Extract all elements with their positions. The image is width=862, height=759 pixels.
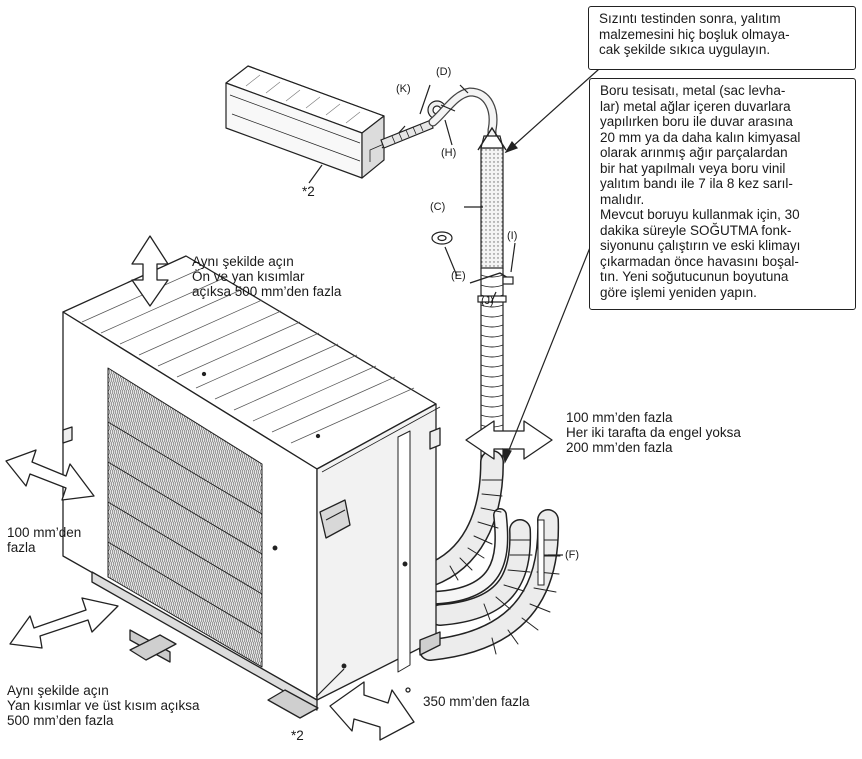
leader-lines <box>308 60 609 698</box>
part-label-f: (F) <box>565 549 580 561</box>
piping-note-line: yalıtım bandı ile 7 ila 8 kez sarıl- <box>600 176 793 191</box>
piping-note-line: malıdır. <box>600 191 645 207</box>
top-clearance-line: açıksa 500 mm’den fazla <box>192 284 342 299</box>
top-clearance-line: Ön ve yan kısımlar <box>192 269 305 284</box>
insulation-note-line: Sızıntı testinden sonra, yalıtım <box>599 11 781 26</box>
piping-note-line: tın. Yeni soğutucunun boyutuna <box>600 269 789 284</box>
piping-note-line: olarak arınmış ağır parçalardan <box>600 145 788 160</box>
insulation-note-line: malzemesini hiç boşluk olmaya- <box>599 26 790 42</box>
right-clearance-line: Her iki tarafta da engel yoksa <box>566 425 741 440</box>
note-ref-outdoor: *2 <box>291 728 304 743</box>
clearance-arrows <box>5 235 553 741</box>
piping-note-line: 20 mm ya da daha kalın kimyasal <box>600 129 801 145</box>
right-clearance-line: 200 mm’den fazla <box>566 440 673 455</box>
part-label-e: (E) <box>451 270 466 282</box>
piping-note-line: dakika süreyle SOĞUTMA fonk- <box>600 222 792 238</box>
bottom-left-clearance-line: 500 mm’den fazla <box>7 713 114 728</box>
top-clearance-arrow <box>131 235 169 307</box>
bottom-left-clearance-line: Yan kısımlar ve üst kısım açıksa <box>7 698 200 713</box>
top-clearance-line: Aynı şekilde açın <box>192 254 294 269</box>
left-clearance-arrow <box>5 449 95 501</box>
part-label-d: (D) <box>436 66 452 78</box>
part-label-j: (J) <box>481 295 494 307</box>
piping-note-line: lar) metal ağlar içeren duvarlara <box>600 98 791 114</box>
note-ref-indoor: *2 <box>302 184 315 199</box>
outdoor-unit <box>62 255 441 719</box>
piping-note-line: siyonunu çalıştırın ve eski klimayı <box>600 238 801 253</box>
connecting-pipe <box>380 87 498 153</box>
part-label-c: (C) <box>430 201 446 213</box>
insulation-note-box: Sızıntı testinden sonra, yalıtım malzeme… <box>588 6 856 70</box>
piping-note-line: Boru tesisatı, metal (sac levha- <box>600 83 786 98</box>
ground-pipes <box>418 450 561 661</box>
right-clearance-arrow <box>465 420 553 460</box>
indoor-unit <box>225 65 406 179</box>
insulation-note-line: cak şekilde sıkıca uygulayın. <box>599 42 771 57</box>
bottom-right-clearance-text: 350 mm’den fazla <box>423 694 530 709</box>
piping-note-line: bir hat yapılmalı veya boru vinil <box>600 160 786 176</box>
right-clearance-line: 100 mm’den fazla <box>566 410 673 425</box>
piping-note-line: yapılırken boru ile duvar arasına <box>600 114 793 129</box>
piping-note-line: göre işlemi yeniden yapın. <box>600 284 757 300</box>
piping-note-box: Boru tesisatı, metal (sac levha- lar) me… <box>589 78 856 310</box>
part-label-i: (I) <box>507 230 518 242</box>
part-label-h: (H) <box>441 147 457 159</box>
piping-note-line: çıkarmadan önce havasını boşal- <box>600 253 799 269</box>
left-clearance-line: fazla <box>7 540 36 555</box>
bottom-right-clearance-arrow <box>329 681 415 741</box>
piping-note-line: Mevcut boruyu kullanmak için, 30 <box>600 207 800 222</box>
part-label-k: (K) <box>396 83 411 95</box>
bottom-left-clearance-arrow <box>9 597 119 649</box>
wall-pipe-bundle <box>431 126 514 462</box>
left-clearance-line: 100 mm’den <box>7 525 82 540</box>
bottom-left-clearance-line: Aynı şekilde açın <box>7 683 109 698</box>
